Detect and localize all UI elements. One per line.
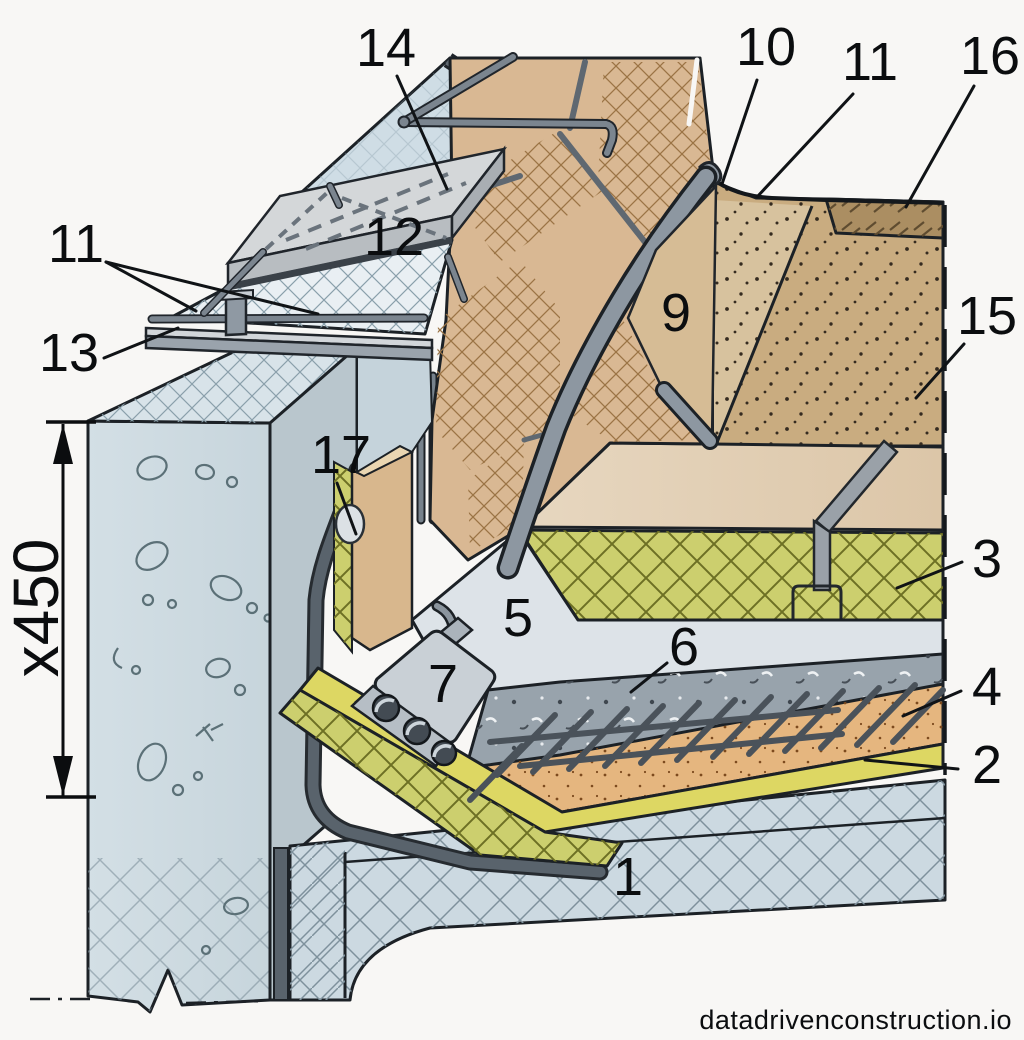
leader-line-11 [104,260,320,316]
callout-label-11: 11 [842,32,898,92]
flashing-10 [496,161,723,580]
bed-joint-bar-14 [397,52,618,158]
leader-line-14 [395,74,449,191]
insulation-wrap-hatch [280,690,622,866]
rebar-mesh [467,682,946,803]
anchor-rail-13 [144,182,468,362]
foundation-left-hatch [290,840,345,1000]
callout-label-15: 15 [957,286,1017,346]
dimension-label: x450 [0,539,72,678]
leader-line-6 [629,661,669,694]
callout-label-9: 9 [661,283,691,343]
leader-line-4 [901,689,963,718]
leader-line-11 [755,92,855,199]
soil-dots [714,182,943,446]
dimension-x450: x450 [0,420,96,799]
leader-line-16 [904,84,976,209]
callout-label-6: 6 [669,617,699,677]
callout-label-16: 16 [960,26,1020,86]
topping-specks [466,654,943,768]
leader-line-10 [720,78,759,186]
leader-line-15 [914,342,966,400]
callout-label-11: 11 [48,214,104,274]
callout-label-2: 2 [972,735,1002,795]
leader-line-13 [102,326,180,360]
edge-strip-hatch [334,462,352,652]
soil-ground [702,170,945,448]
callout-label-3: 3 [972,529,1002,589]
callout-label-14: 14 [356,18,416,78]
leader-line-3 [895,560,964,590]
corner-assembly [333,371,497,768]
brick-cut-hatching [436,62,711,552]
upper-wall [144,52,723,580]
topsoil-hatch [826,199,943,238]
drainage-channels [371,693,458,767]
membrane-vertical-strip [273,847,289,1001]
callout-label-10: 10 [736,17,796,77]
callout-label-17: 17 [311,425,371,485]
brick-gap-notch [686,57,700,127]
wall-bottom-hatch [88,858,270,1012]
edge-joint-profile [791,439,899,621]
callout-label-12: 12 [364,207,424,267]
insulation-hatch-3 [519,530,943,620]
leader-line-2 [863,758,960,771]
callout-label-7: 7 [428,654,458,714]
datum-dash-line [30,997,267,1005]
callout-label-4: 4 [972,657,1002,717]
soil-zone-boundary [714,205,814,446]
callout-label-1: 1 [613,847,643,907]
leader-line-17 [335,481,358,536]
callout-label-13: 13 [39,323,99,383]
aggregate-doodles [112,455,273,956]
callout-label-5: 5 [503,588,533,648]
callouts-layer: 14 10 11 16 11 13 12 9 15 17 3 5 6 7 4 2 1 [39,17,1020,907]
sealant-bead-17 [334,503,366,545]
watermark-text: datadrivenconstruction.io [699,1005,1012,1035]
hidden-rod-dashes [285,172,467,251]
leader-line-11 [104,260,198,313]
sand-bed-dots [466,684,943,826]
